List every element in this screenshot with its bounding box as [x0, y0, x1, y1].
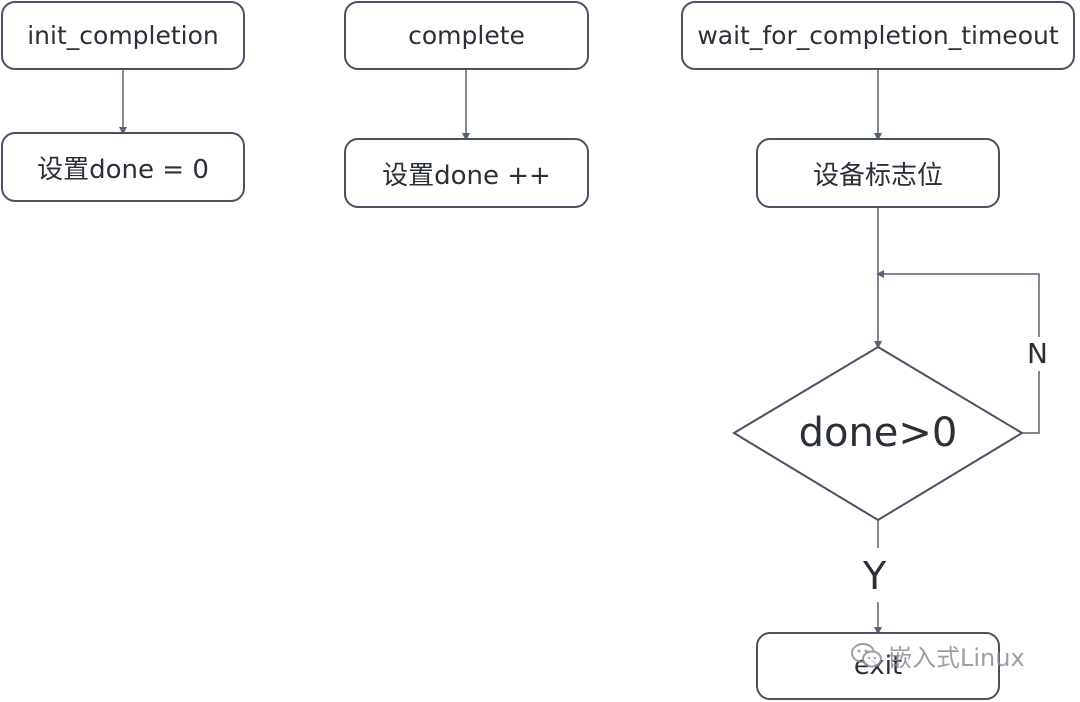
node-set-done-increment: 设置done ++: [344, 138, 589, 208]
node-set-done-zero: 设置done = 0: [1, 132, 245, 202]
node-complete-label: complete: [408, 21, 525, 50]
node-complete: complete: [344, 1, 589, 70]
decision-label: done>0: [798, 410, 958, 456]
node-wait-for-completion-timeout: wait_for_completion_timeout: [681, 1, 1075, 70]
node-set-flag: 设备标志位: [756, 138, 1000, 208]
watermark-text: 嵌入式Linux: [888, 644, 1025, 672]
node-set-done-increment-label: 设置done ++: [382, 160, 551, 191]
edge-label-no: N: [1025, 337, 1050, 371]
node-wait-for-completion-timeout-label: wait_for_completion_timeout: [697, 21, 1059, 50]
node-init-completion-label: init_completion: [27, 21, 219, 50]
node-set-flag-label: 设备标志位: [812, 160, 943, 191]
wechat-icon: [850, 641, 884, 671]
node-init-completion: init_completion: [1, 1, 245, 70]
watermark: 嵌入式Linux: [850, 638, 1025, 673]
node-exit: exit: [756, 632, 1000, 700]
node-set-done-zero-label: 设置done = 0: [37, 154, 209, 185]
edge-label-yes: Y: [863, 554, 887, 598]
decision-diamond: [732, 345, 1024, 522]
